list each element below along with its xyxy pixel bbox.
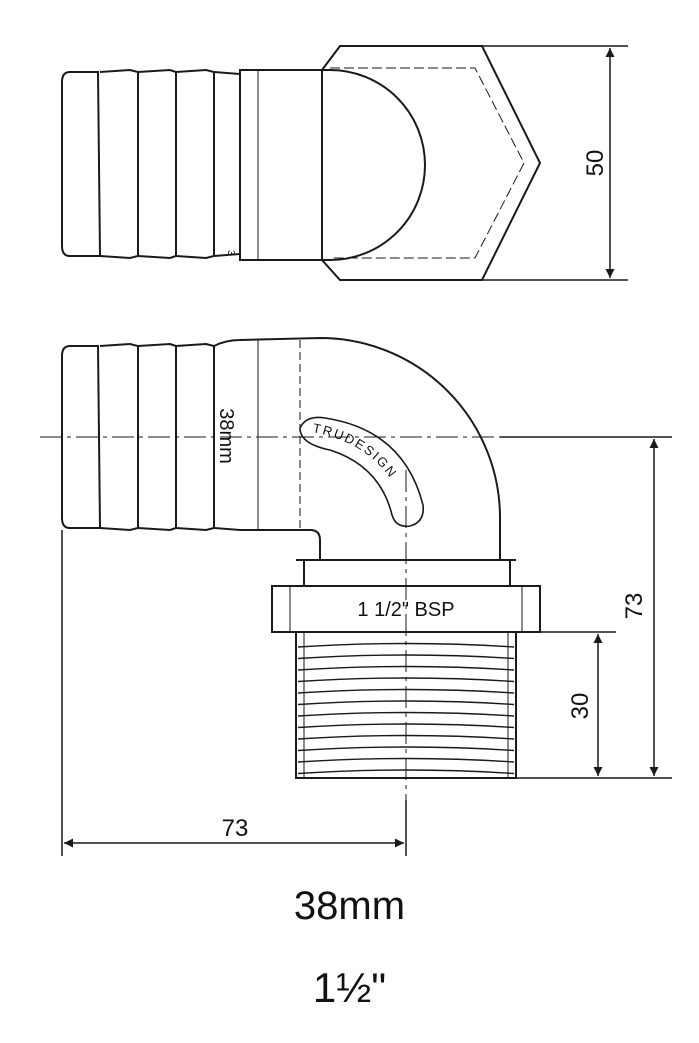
- top-elbow-body: [239, 69, 426, 261]
- thread-size-caption: 1½": [312, 964, 387, 1011]
- thread-ridge: [297, 665, 515, 671]
- top-view-mark: 3: [225, 250, 236, 256]
- thread-ridge: [297, 757, 515, 763]
- thread-ridge: [297, 642, 515, 648]
- brand-label: TRUDESIGN: [312, 420, 401, 481]
- dimension-30: [516, 631, 616, 776]
- hose-size-caption: 38mm: [293, 884, 406, 928]
- dimension-73-horizontal: [61, 530, 407, 856]
- front-view: [40, 336, 660, 800]
- thread-lines: [297, 642, 515, 775]
- thread-spec-label: 1 1/2" BSP: [357, 599, 454, 621]
- thread-ridge: [297, 654, 515, 660]
- dimension-73-horizontal-label: 73: [222, 815, 249, 842]
- thread-ridge: [297, 711, 515, 717]
- thread-ridge: [297, 700, 515, 706]
- top-hex-nut: [321, 45, 542, 281]
- thread-ridge: [297, 746, 515, 752]
- dimension-73-vertical-label: 73: [621, 593, 648, 620]
- dimension-50: [482, 45, 628, 281]
- thread-ridge: [297, 769, 515, 775]
- top-hose-barbs: [61, 68, 241, 260]
- thread-ridge: [297, 688, 515, 694]
- dimension-73-vertical: [500, 436, 672, 779]
- hose-size-label: 38mm: [215, 408, 237, 464]
- thread-ridge: [297, 677, 515, 683]
- brand-emboss-arc: [299, 416, 425, 528]
- thread-ridge: [297, 723, 515, 729]
- thread-ridge: [297, 734, 515, 740]
- dimension-50-label: 50: [582, 150, 609, 177]
- front-elbow-body: [213, 336, 502, 561]
- dimension-30-label: 30: [567, 693, 594, 720]
- brand-text: TRUDESIGN: [312, 420, 399, 481]
- top-view: 3: [61, 45, 542, 281]
